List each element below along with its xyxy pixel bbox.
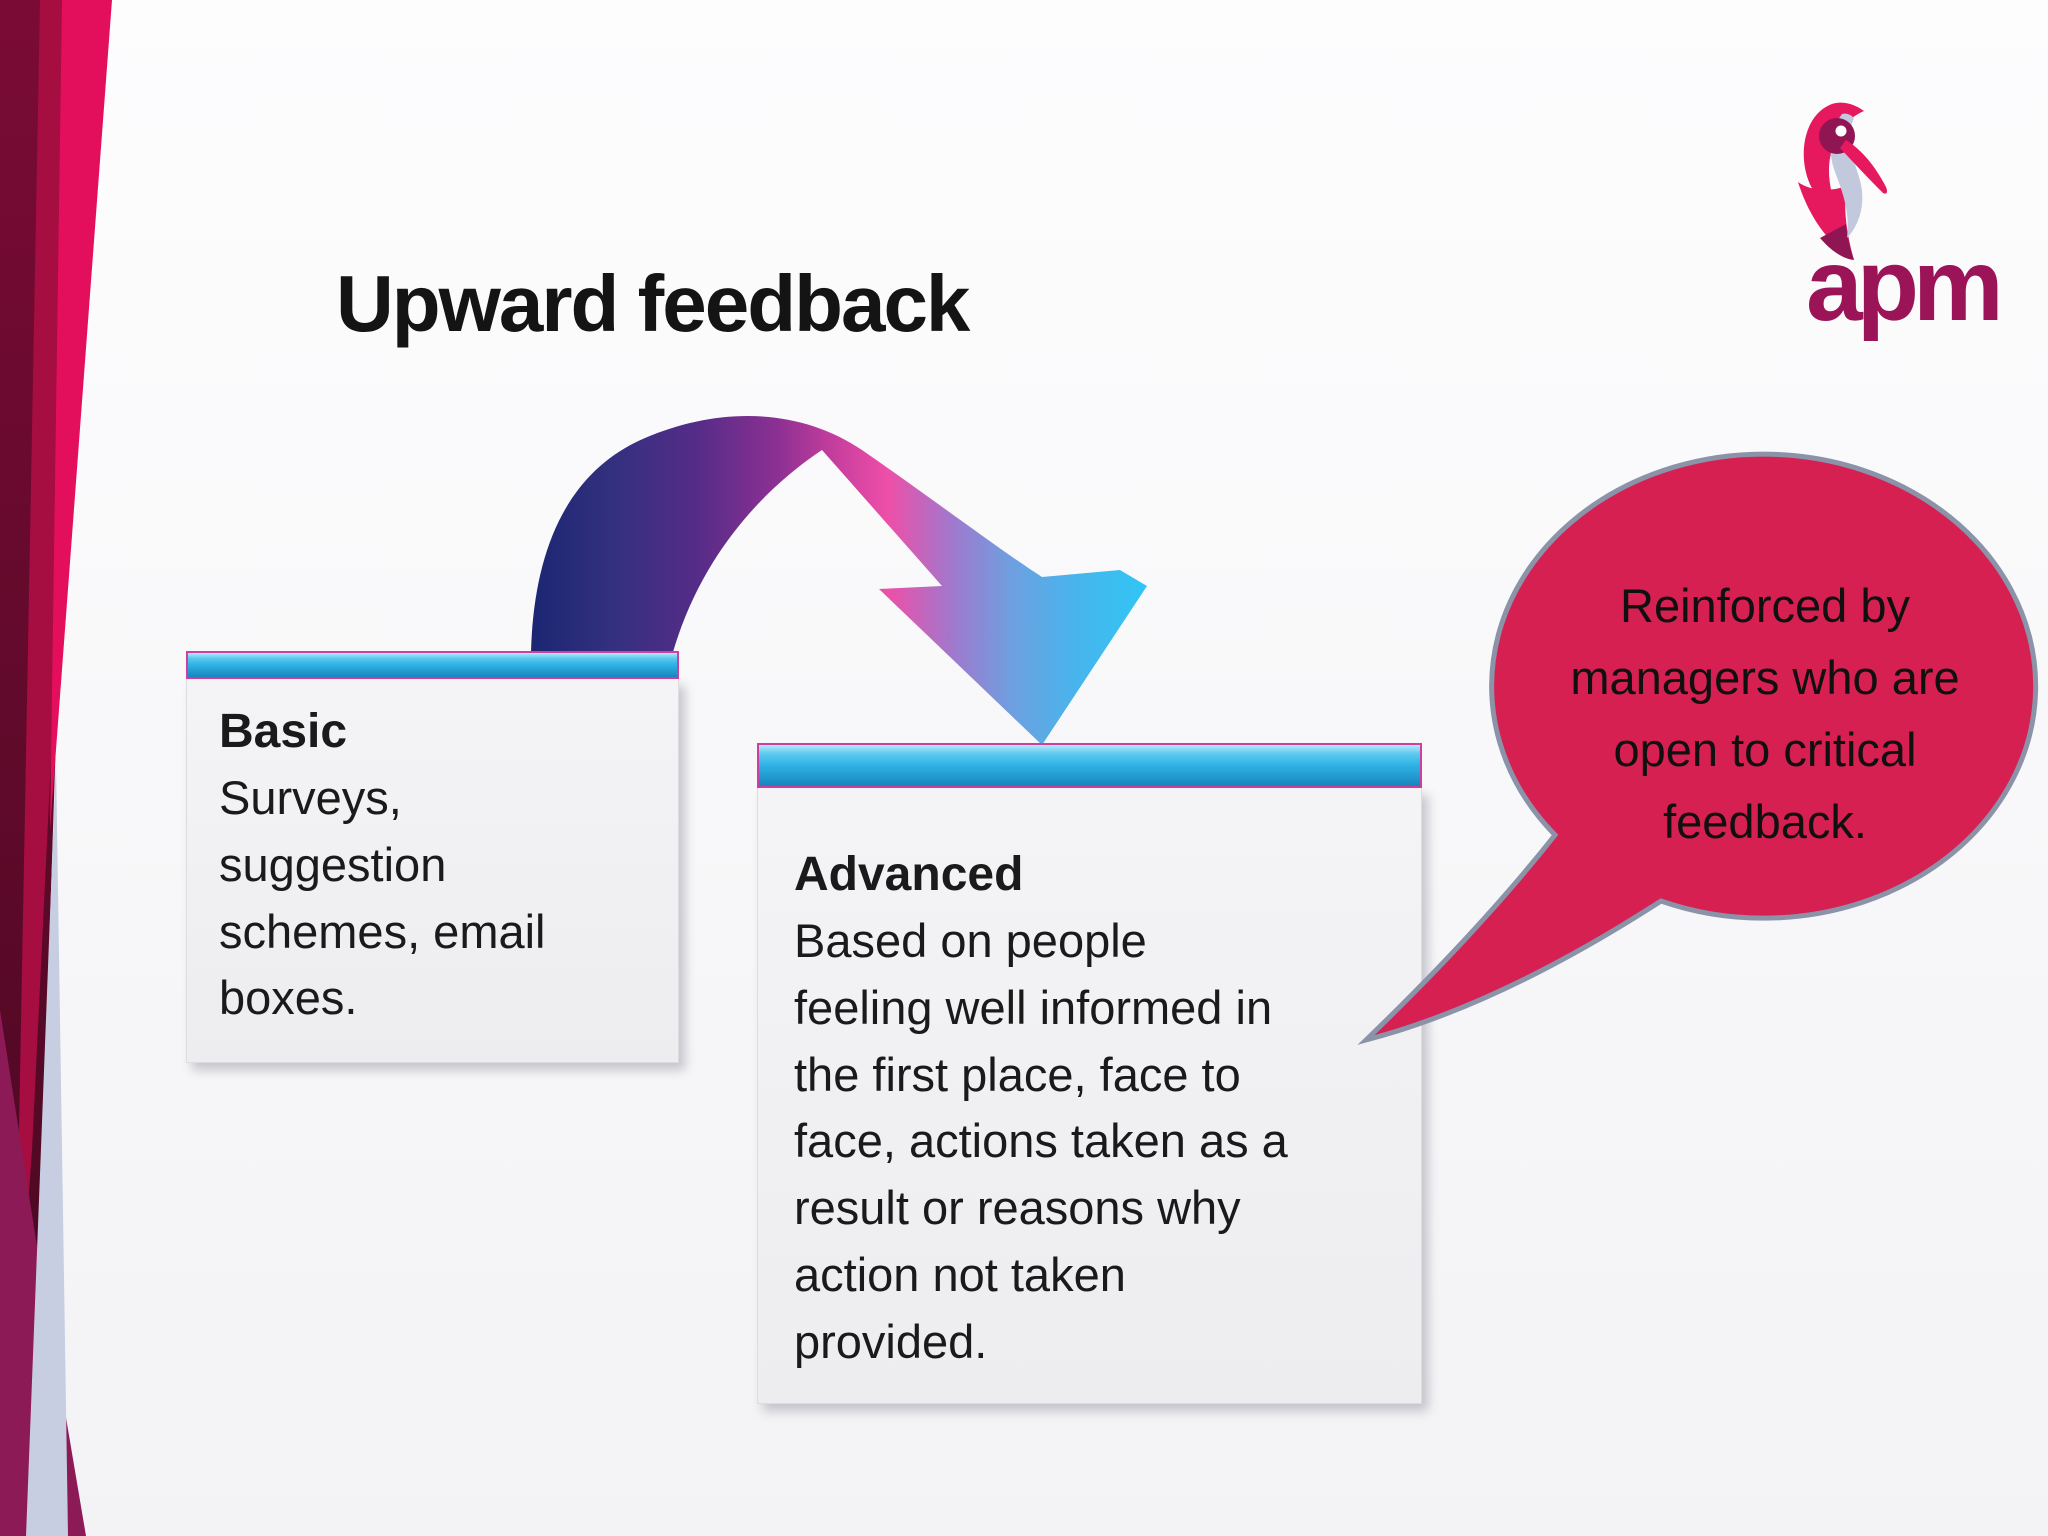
speech-bubble-shape [1357, 451, 2039, 1045]
curved-arrow-icon [531, 416, 1147, 745]
basic-box-body: Basic Surveys, suggestion schemes, email… [186, 679, 679, 1063]
basic-box-header-bar [186, 651, 679, 679]
advanced-box-heading: Advanced [794, 848, 1024, 901]
basic-box-text: Surveys, suggestion schemes, email boxes… [219, 771, 546, 1025]
stripe-purple-band [0, 1010, 86, 1536]
bird-eye-icon [1835, 125, 1847, 137]
basic-box-heading: Basic [219, 705, 348, 758]
apm-logo: apm [1798, 102, 2004, 342]
arrow-ribbon-shape [531, 416, 1147, 745]
advanced-box-text: Based on people feeling well informed in… [794, 914, 1288, 1368]
advanced-box: Advanced Based on people feeling well in… [757, 743, 1422, 1404]
bird-beak-icon [1840, 140, 1887, 194]
callout-text: Reinforced by managers who are open to c… [1570, 579, 1960, 848]
page-title: Upward feedback [336, 259, 970, 348]
basic-box: Basic Surveys, suggestion schemes, email… [186, 651, 679, 1063]
bird-head-icon [1803, 102, 1864, 218]
advanced-box-header-bar [757, 743, 1422, 788]
speech-bubble [1357, 451, 2039, 1045]
left-ribbon-decoration [0, 0, 112, 1536]
apm-wordmark: apm [1806, 228, 1998, 342]
bird-body-shadow-icon [1820, 224, 1854, 260]
stripe-crimson-band [50, 0, 112, 830]
advanced-box-body: Advanced Based on people feeling well in… [757, 788, 1422, 1404]
stripe-lavender-band [26, 760, 68, 1536]
